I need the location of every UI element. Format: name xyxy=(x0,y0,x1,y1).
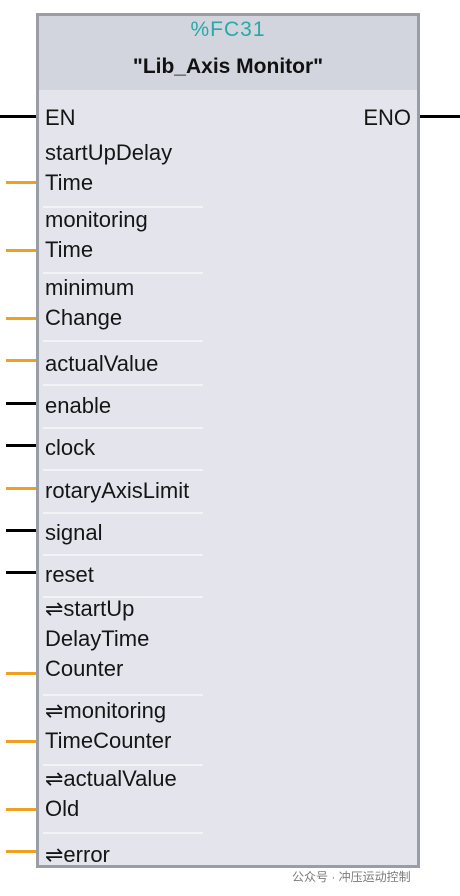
pin-eno[interactable]: ENO xyxy=(363,105,411,130)
pin-separator xyxy=(43,832,203,834)
block-title: "Lib_Axis Monitor" xyxy=(132,55,324,78)
monitoringtimecounter-wire xyxy=(6,740,36,743)
pin-actualvalueold-line2[interactable]: Old xyxy=(45,796,80,821)
pin-actualvalueold-line1[interactable]: ⇌actualValue xyxy=(45,766,177,791)
pin-rotaryaxislimit[interactable]: rotaryAxisLimit xyxy=(45,478,190,503)
startupdelaytimecounter-wire xyxy=(6,672,36,675)
pin-separator xyxy=(43,512,203,514)
pin-minimumchange-line2[interactable]: Change xyxy=(45,305,123,330)
pin-startupdelaytimecounter-line1[interactable]: ⇌startUp xyxy=(45,596,135,621)
pin-separator xyxy=(43,206,203,208)
pin-separator xyxy=(43,469,203,471)
pin-separator xyxy=(43,554,203,556)
pin-monitoringtime-line1[interactable]: monitoring xyxy=(45,207,148,232)
pin-enable[interactable]: enable xyxy=(45,393,112,418)
signal-wire xyxy=(6,529,36,532)
rotaryaxislimit-wire xyxy=(6,487,36,490)
pin-actualvalue[interactable]: actualValue xyxy=(45,351,159,376)
pin-separator xyxy=(43,384,203,386)
pin-separator xyxy=(43,272,203,274)
watermark: 公众号 · 冲压运动控制 xyxy=(292,870,411,884)
enable-wire xyxy=(6,402,36,405)
error-wire xyxy=(6,850,36,853)
function-block[interactable]: %FC31 "Lib_Axis Monitor" EN ENO startUpD… xyxy=(36,13,420,868)
actualvalueold-wire xyxy=(6,808,36,811)
pin-error[interactable]: ⇌error xyxy=(45,842,110,867)
pin-monitoringtime-line2[interactable]: Time xyxy=(45,237,94,262)
minimumchange-wire xyxy=(6,317,36,320)
pin-monitoringtimecounter-line2[interactable]: TimeCounter xyxy=(45,728,172,753)
eno-wire xyxy=(420,115,460,118)
startupdelaytime-wire xyxy=(6,181,36,184)
actualvalue-wire xyxy=(6,359,36,362)
pin-startupdelaytime-line1[interactable]: startUpDelay xyxy=(45,140,173,165)
block-number: %FC31 xyxy=(190,18,266,41)
pin-separator xyxy=(43,764,203,766)
pin-separator xyxy=(43,694,203,696)
pin-startupdelaytimecounter-line2[interactable]: DelayTime xyxy=(45,626,150,651)
pin-en[interactable]: EN xyxy=(45,105,76,130)
monitoringtime-wire xyxy=(6,249,36,252)
pin-startupdelaytime-line2[interactable]: Time xyxy=(45,170,94,195)
pin-separator xyxy=(43,427,203,429)
pin-startupdelaytimecounter-line3[interactable]: Counter xyxy=(45,656,124,681)
pin-minimumchange-line1[interactable]: minimum xyxy=(45,275,135,300)
pin-separator xyxy=(43,596,203,598)
clock-wire xyxy=(6,444,36,447)
block-header: %FC31 "Lib_Axis Monitor" xyxy=(39,16,417,90)
en-wire xyxy=(0,115,36,118)
pin-clock[interactable]: clock xyxy=(45,435,96,460)
pin-reset[interactable]: reset xyxy=(45,562,94,587)
reset-wire xyxy=(6,571,36,574)
pin-signal[interactable]: signal xyxy=(45,520,103,545)
pin-separator xyxy=(43,340,203,342)
pin-monitoringtimecounter-line1[interactable]: ⇌monitoring xyxy=(45,698,167,723)
